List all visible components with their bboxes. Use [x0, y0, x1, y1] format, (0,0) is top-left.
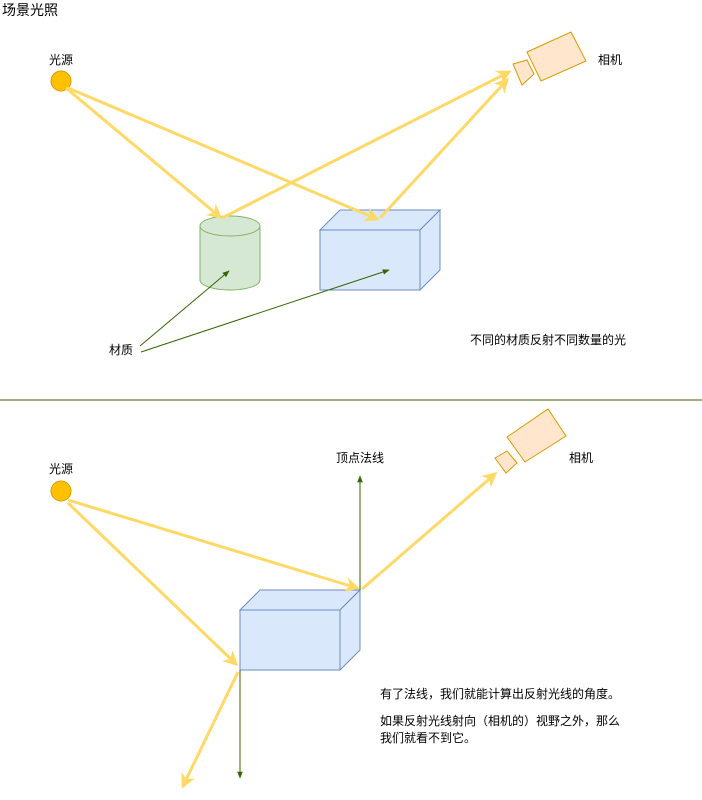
normal-label: 顶点法线 [336, 451, 385, 465]
ray-cylinder-to-camera [221, 70, 512, 220]
note-line-2: 如果反射光线射向（相机的）视野之外，那么 [380, 714, 621, 728]
ray-light-to-top-vertex [67, 498, 360, 592]
bottom-camera-icon [494, 408, 567, 474]
note-line-1: 有了法线，我们就能计算出反射光线的角度。 [380, 687, 621, 701]
bottom-light-source-icon [50, 480, 72, 502]
ray-light-to-cylinder [65, 86, 223, 219]
bottom-camera-label: 相机 [569, 451, 594, 465]
ray-light-to-bottom-vertex [66, 501, 239, 667]
top-light-label: 光源 [49, 53, 74, 67]
cylinder-object [199, 215, 261, 291]
top-camera-icon [512, 31, 587, 86]
bottom-box-object [238, 588, 362, 672]
bottom-note: 有了法线，我们就能计算出反射光线的角度。 如果反射光线射向（相机的）视野之外，那… [380, 686, 620, 747]
ray-box-to-camera [378, 77, 510, 220]
bottom-light-label: 光源 [49, 462, 74, 476]
ray-reflect-to-camera [361, 472, 498, 591]
top-box-object [318, 208, 442, 292]
bottom-light-rays [66, 472, 498, 789]
page-title: 场景光照 [2, 3, 58, 19]
ray-reflect-out-of-view [181, 671, 240, 789]
top-caption: 不同的材质反射不同数量的光 [470, 333, 627, 347]
ray-light-to-box [67, 86, 380, 222]
vertex-normals [237, 475, 363, 779]
top-light-source-icon [50, 70, 72, 92]
material-label: 材质 [109, 343, 134, 357]
top-camera-label: 相机 [598, 53, 623, 67]
note-line-3: 我们就看不到它。 [380, 731, 477, 745]
material-pointer-arrows [139, 269, 390, 353]
top-light-rays [65, 70, 512, 222]
